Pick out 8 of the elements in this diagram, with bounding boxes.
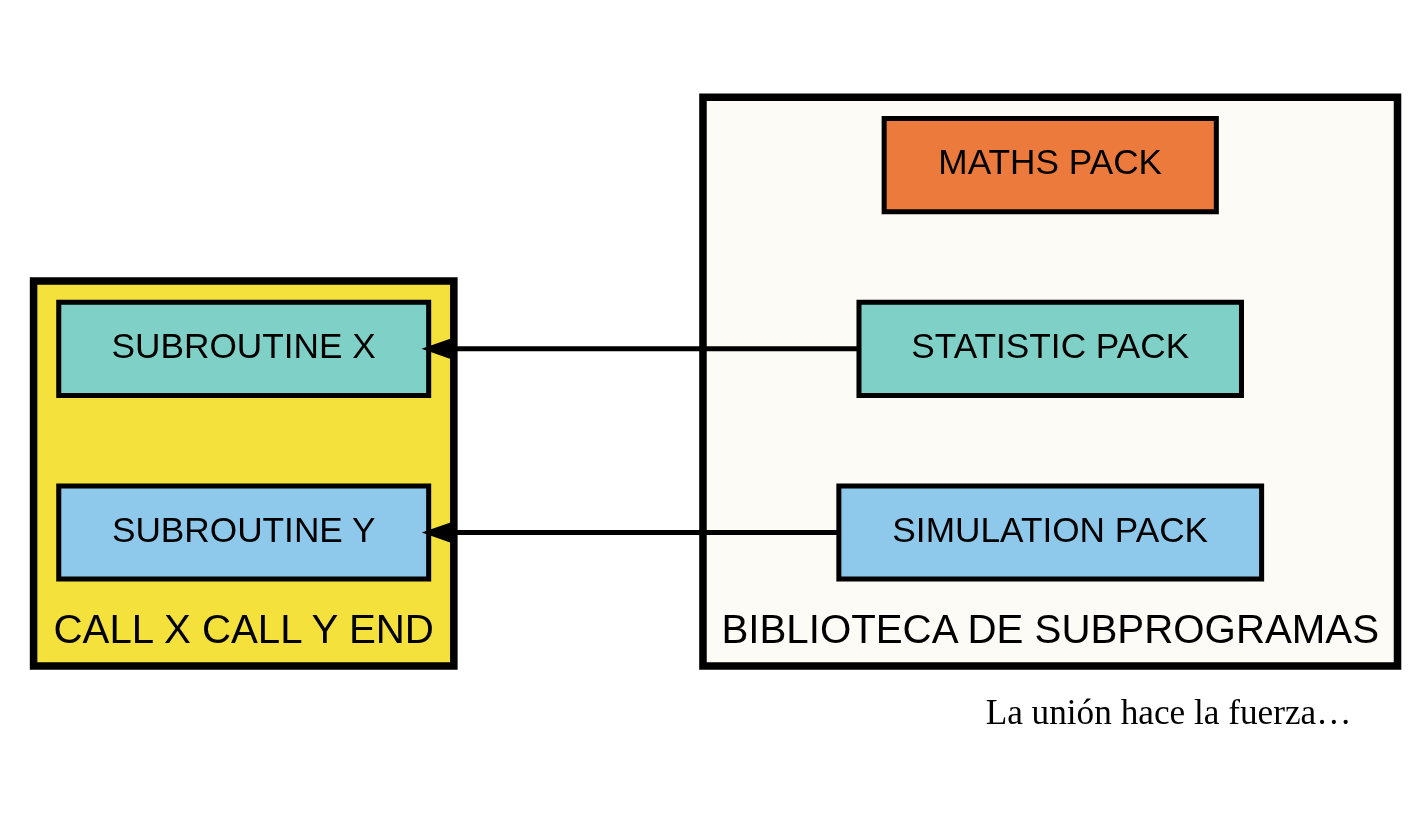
caption: La unión hace la fuerza…: [985, 693, 1352, 733]
node-box: STATISTIC PACK: [856, 299, 1244, 398]
node-box: MATHS PACK: [881, 116, 1219, 215]
node-box: SIMULATION PACK: [836, 483, 1265, 582]
arrow: [421, 336, 859, 362]
arrow: [421, 520, 839, 545]
node-box: SUBROUTINE Y: [56, 483, 432, 582]
node-box: SUBROUTINE X: [56, 299, 432, 398]
